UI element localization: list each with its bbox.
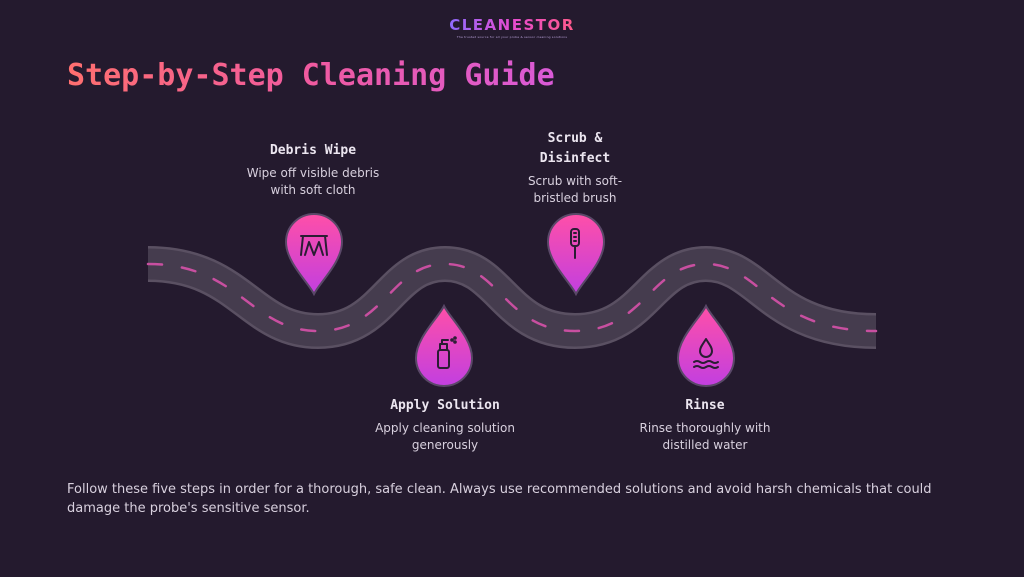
step-desc: Apply cleaning solution generously — [375, 421, 515, 452]
step-pin — [676, 304, 736, 387]
brand-tagline: The trusted source for all your probe & … — [456, 35, 568, 39]
step-debris-wipe: Debris Wipe Wipe off visible debris with… — [218, 141, 408, 199]
footer-note: Follow these five steps in order for a t… — [67, 482, 932, 516]
step-rinse: Rinse Rinse thoroughly with distilled wa… — [610, 396, 800, 454]
spray-bottle-icon — [437, 336, 457, 369]
toothbrush-icon — [570, 228, 580, 259]
step-scrub-disinfect: Scrub & Disinfect Scrub with soft-bristl… — [480, 129, 670, 207]
cloth-icon — [300, 235, 328, 256]
step-desc: Rinse thoroughly with distilled water — [639, 421, 771, 452]
step-pin — [414, 304, 474, 387]
step-title: Debris Wipe — [269, 143, 357, 158]
step-desc: Scrub with soft-bristled brush — [527, 174, 623, 205]
step-desc: Wipe off visible debris with soft cloth — [246, 166, 380, 197]
brand-logo: CLEANESTOR The trusted source for all yo… — [0, 15, 1024, 39]
brand-name: CLEANESTOR — [449, 16, 575, 34]
step-title: Scrub & Disinfect — [539, 131, 611, 166]
step-apply-solution: Apply Solution Apply cleaning solution g… — [350, 396, 540, 454]
step-title: Rinse — [685, 398, 725, 413]
step-pin — [546, 213, 606, 296]
page-title: Step-by-Step Cleaning Guide — [67, 58, 555, 93]
water-drop-icon — [693, 338, 719, 369]
step-pin — [284, 213, 344, 296]
road-surface — [147, 248, 877, 347]
step-title: Apply Solution — [390, 398, 500, 413]
